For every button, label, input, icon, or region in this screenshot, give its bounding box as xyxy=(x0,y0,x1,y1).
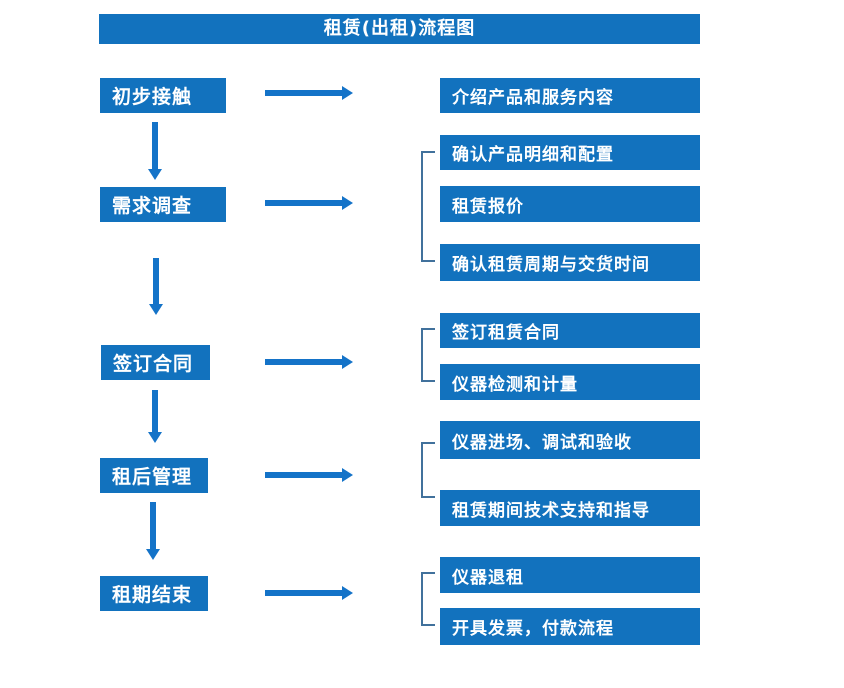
detail-box-tech-support: 租赁期间技术支持和指导 xyxy=(440,490,700,526)
group-bracket xyxy=(421,151,435,262)
step-box-lease-end: 租期结束 xyxy=(100,576,208,611)
detail-box-invoice-payment: 开具发票，付款流程 xyxy=(440,608,700,645)
arrow-down-icon xyxy=(148,122,162,180)
arrow-right-icon xyxy=(265,586,353,600)
flowchart-title: 租赁(出租)流程图 xyxy=(99,14,700,44)
detail-box-sign-lease-contract: 签订租赁合同 xyxy=(440,313,700,348)
group-bracket xyxy=(421,328,435,382)
arrow-right-icon xyxy=(265,86,353,100)
detail-box-instrument-return: 仪器退租 xyxy=(440,557,700,593)
detail-box-instrument-testing: 仪器检测和计量 xyxy=(440,364,700,400)
detail-box-rental-quote: 租赁报价 xyxy=(440,186,700,222)
group-bracket xyxy=(421,572,435,626)
arrow-down-icon xyxy=(146,502,160,560)
arrow-right-icon xyxy=(265,468,353,482)
detail-box-introduce-products: 介绍产品和服务内容 xyxy=(440,78,700,113)
step-box-initial-contact: 初步接触 xyxy=(100,78,226,113)
step-box-post-rental-mgmt: 租后管理 xyxy=(100,458,208,493)
arrow-right-icon xyxy=(265,196,353,210)
step-box-sign-contract: 签订合同 xyxy=(101,345,210,380)
step-box-demand-survey: 需求调查 xyxy=(100,187,226,222)
arrow-down-icon xyxy=(148,390,162,443)
detail-box-confirm-period: 确认租赁周期与交货时间 xyxy=(440,244,700,281)
arrow-right-icon xyxy=(265,355,353,369)
detail-box-confirm-config: 确认产品明细和配置 xyxy=(440,135,700,170)
group-bracket xyxy=(421,442,435,498)
arrow-down-icon xyxy=(149,258,163,315)
detail-box-instrument-entry: 仪器进场、调试和验收 xyxy=(440,421,700,459)
